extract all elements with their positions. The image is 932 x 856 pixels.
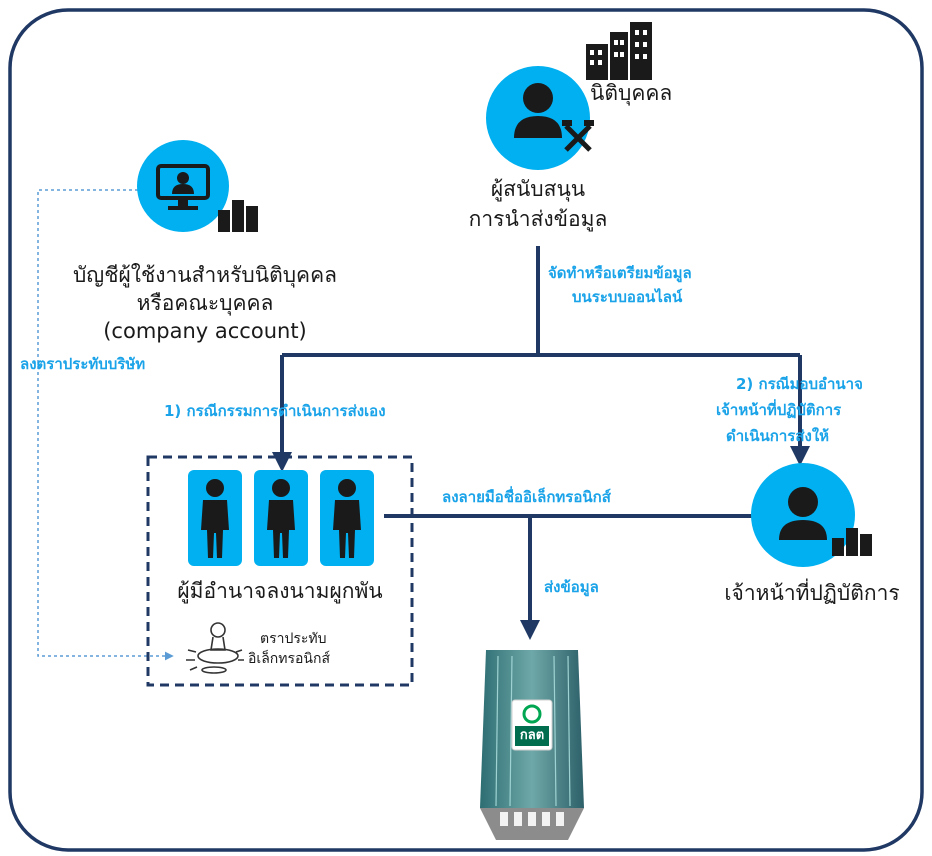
sec-logo-text: กลต [519, 728, 545, 743]
person-icon [254, 470, 308, 566]
company-stamp-label: ลงตราประทับบริษัท [20, 355, 146, 373]
company-stamp-dotted-line [37, 189, 174, 661]
supporter-node [486, 22, 652, 170]
supporter-label-line2: การนำส่งข้อมูล [468, 207, 608, 231]
connectors [272, 246, 810, 640]
outer-frame [8, 8, 924, 852]
company-account-label-line2: หรือคณะบุคคล [136, 291, 274, 315]
case1-label: 1) กรณีกรรมการดำเนินการส่งเอง [164, 402, 386, 420]
company-account-label-line1: บัญชีผู้ใช้งานสำหรับนิติบุคคล [72, 263, 338, 287]
prepare-data-label-line2: บนระบบออนไลน์ [572, 288, 683, 306]
e-signature-label: ลงลายมือชื่ออิเล็กทรอนิกส์ [442, 488, 611, 506]
company-account-label-line3: (company account) [103, 319, 307, 343]
authorized-signers-box [146, 455, 414, 687]
e-stamp-label-line1: ตราประทับ [260, 631, 327, 647]
signers-icons [188, 470, 374, 566]
sec-building-icon [480, 650, 584, 840]
legal-entity-label: นิติบุคคล [590, 81, 673, 105]
prepare-data-label-line1: จัดทำหรือเตรียมข้อมูล [548, 264, 692, 282]
case2-label-line2: เจ้าหน้าที่ปฏิบัติการ [716, 401, 842, 419]
buildings-icon [218, 200, 258, 232]
send-data-label: ส่งข้อมูล [544, 578, 599, 596]
company-account-node [137, 140, 258, 232]
person-with-tools-icon [514, 83, 594, 152]
case2-label-line3: ดำเนินการส่งให้ [726, 427, 830, 445]
buildings-icon [832, 528, 872, 556]
operator-label: เจ้าหน้าที่ปฏิบัติการ [724, 581, 900, 605]
person-icon [320, 470, 374, 566]
supporter-label-line1: ผู้สนับสนุน [490, 177, 586, 201]
person-icon [779, 487, 827, 540]
stamp-icon [186, 622, 244, 674]
case2-label-line1: 2) กรณีมอบอำนาจ [736, 375, 863, 393]
operator-node [751, 463, 872, 567]
person-icon [188, 470, 242, 566]
buildings-icon [586, 22, 652, 80]
authorized-signers-label: ผู้มีอำนาจลงนามผูกพัน [177, 579, 383, 603]
e-stamp-label-line2: อิเล็กทรอนิกส์ [248, 651, 330, 667]
computer-user-icon [156, 164, 210, 210]
